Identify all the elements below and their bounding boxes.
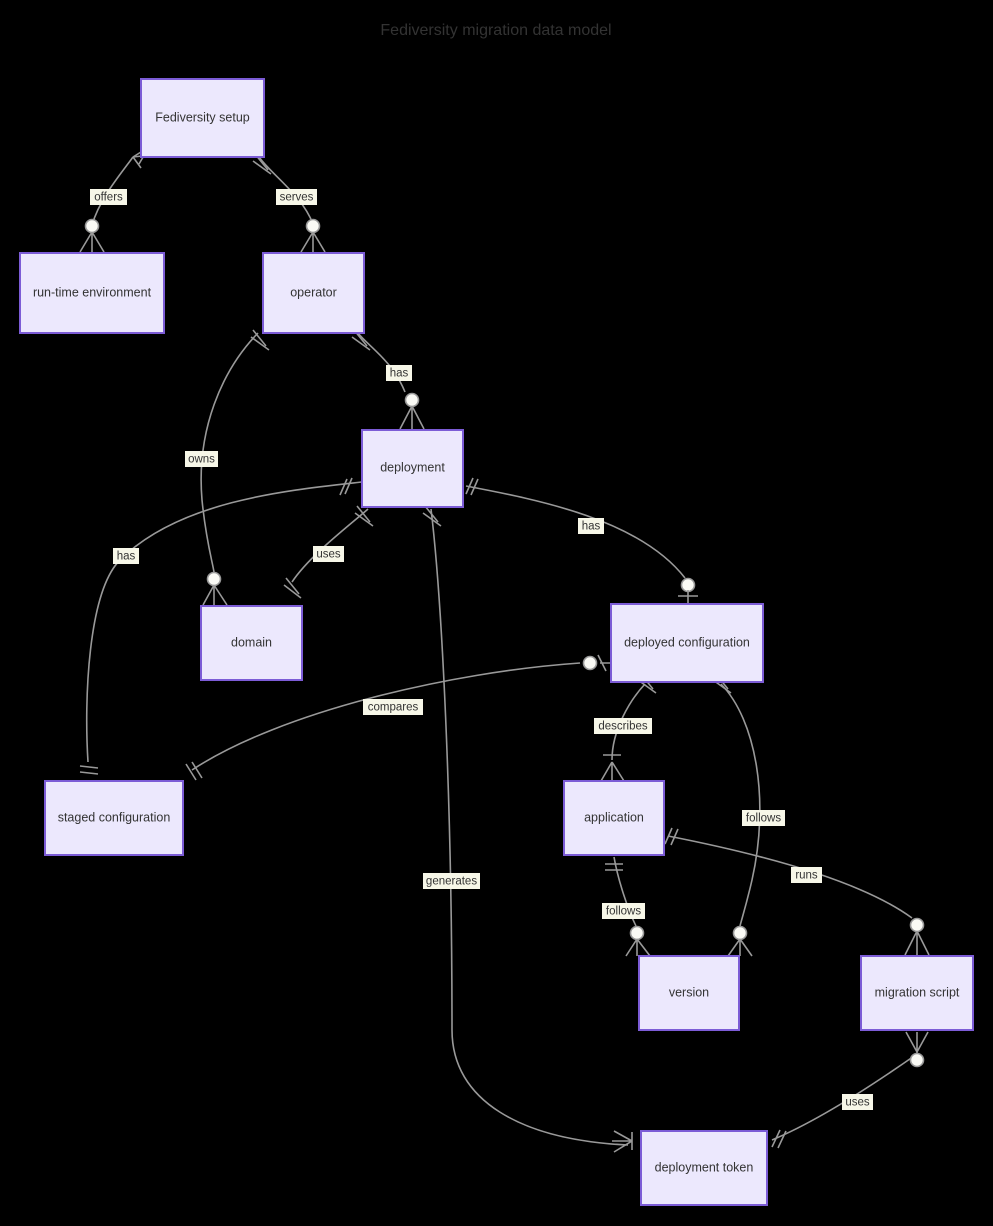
entity-label-domain: domain (231, 635, 272, 649)
entity-migration-script[interactable]: migration script (860, 955, 974, 1031)
entity-label-fediversity-setup: Fediversity setup (155, 110, 250, 124)
relationship-serves[interactable] (252, 153, 326, 253)
relationship-uses-migrationscript-token[interactable] (771, 1031, 929, 1149)
relationship-uses-deployment-domain[interactable] (283, 505, 374, 599)
rel-label-compares: compares (363, 699, 423, 715)
entity-label-application: application (584, 810, 644, 824)
relationship-describes[interactable] (600, 672, 657, 782)
entity-label-operator: operator (290, 285, 337, 299)
entity-domain[interactable]: domain (200, 605, 303, 681)
relationship-follows-deployedconfig-version[interactable] (712, 672, 761, 957)
relationship-owns-operator-domain[interactable] (200, 329, 270, 606)
rel-label-text-uses-dep: uses (316, 549, 341, 561)
rel-label-text-offers: offers (94, 192, 123, 204)
rel-label-has-deployment-staged: has (113, 548, 139, 564)
rel-label-describes: describes (594, 718, 652, 734)
entity-deployment-token[interactable]: deployment token (640, 1130, 768, 1206)
entity-label-run-time-environment: run-time environment (33, 285, 152, 299)
rel-label-text-has-dcfg: has (582, 521, 601, 533)
diagram-title: Fediversity migration data model (380, 22, 611, 39)
entity-deployed-configuration[interactable]: deployed configuration (610, 603, 764, 683)
rel-label-has-operator-deployment: has (386, 365, 412, 381)
relationship-lines (79, 146, 930, 1153)
rel-label-text-runs: runs (795, 870, 818, 882)
rel-label-text-follows-ap: follows (606, 906, 641, 918)
entity-boxes: Fediversity setup run-time environment o… (19, 78, 974, 1206)
rel-label-text-uses-ms: uses (845, 1097, 870, 1109)
entity-operator[interactable]: operator (262, 252, 365, 334)
rel-label-follows-deployedconfig-version: follows (742, 810, 785, 826)
entity-version[interactable]: version (638, 955, 740, 1031)
entity-label-staged-configuration: staged configuration (58, 810, 171, 824)
rel-label-text-generates: generates (426, 876, 477, 888)
rel-label-offers: offers (90, 189, 127, 205)
entity-label-deployed-configuration: deployed configuration (624, 635, 750, 649)
rel-label-runs: runs (791, 867, 822, 883)
rel-label-owns: owns (185, 451, 218, 467)
entity-label-deployment-token: deployment token (655, 1160, 754, 1174)
rel-label-text-has-stg: has (117, 551, 136, 563)
entity-label-migration-script: migration script (875, 985, 960, 999)
rel-label-uses-migrationscript-token: uses (842, 1094, 873, 1110)
entity-label-deployment: deployment (380, 460, 445, 474)
relationship-has-deployment-deployed[interactable] (465, 477, 698, 604)
rel-label-follows-application-version: follows (602, 903, 645, 919)
relationship-follows-application-version[interactable] (605, 856, 651, 957)
rel-label-text-compares: compares (368, 702, 419, 714)
relationship-has-operator-deployment[interactable] (351, 329, 425, 430)
rel-label-text-owns: owns (188, 454, 215, 466)
entity-staged-configuration[interactable]: staged configuration (44, 780, 184, 856)
entity-deployment[interactable]: deployment (361, 429, 464, 508)
relationship-labels: offers serves has owns uses has (90, 189, 873, 1110)
rel-label-text-describes: describes (598, 721, 647, 733)
entity-fediversity-setup[interactable]: Fediversity setup (140, 78, 265, 158)
rel-label-uses-deployment-domain: uses (313, 546, 344, 562)
entity-run-time-environment[interactable]: run-time environment (19, 252, 165, 334)
relationship-generates-deployment-token[interactable] (422, 505, 633, 1153)
rel-label-text-has-op: has (390, 368, 409, 380)
entity-application[interactable]: application (563, 780, 665, 856)
rel-label-text-follows-dc: follows (746, 813, 781, 825)
rel-label-has-deployment-deployed: has (578, 518, 604, 534)
relationship-runs[interactable] (664, 827, 930, 956)
rel-label-generates: generates (423, 873, 480, 889)
relationship-compares[interactable] (185, 654, 614, 781)
rel-label-serves: serves (276, 189, 317, 205)
entity-label-version: version (669, 985, 709, 999)
rel-label-text-serves: serves (280, 192, 314, 204)
